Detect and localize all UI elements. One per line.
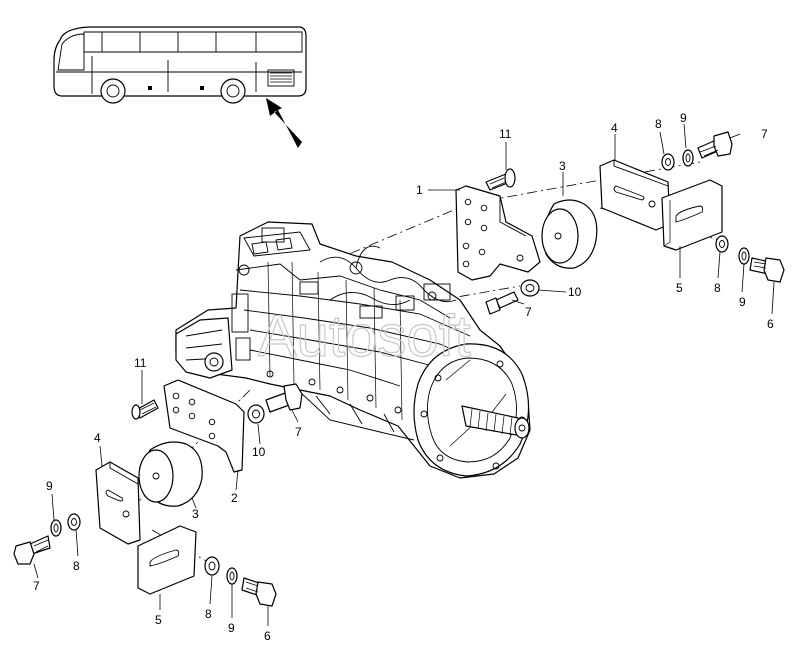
- callout-9-top: 9: [680, 111, 687, 125]
- spring-washer-9-right: [738, 247, 750, 265]
- washer-8-right: [715, 235, 729, 253]
- callout-1-top: 1: [416, 183, 423, 197]
- washer-10-bottom: [247, 404, 265, 424]
- bus-icon: [53, 26, 307, 104]
- callout-11-top: 11: [499, 127, 512, 141]
- spring-washer-9-top: [682, 149, 694, 167]
- callout-8b-top: 8: [714, 281, 721, 295]
- callout-9b-bottom: 9: [228, 621, 235, 635]
- callout-9-bottom: 9: [46, 479, 53, 493]
- bracket-4-bottom: [95, 461, 141, 545]
- bolt-6-right: [749, 257, 785, 283]
- callout-9b-top: 9: [739, 295, 746, 309]
- bracket-1: [455, 185, 541, 281]
- callout-6-bottom: 6: [264, 629, 271, 643]
- callout-5-top: 5: [676, 281, 683, 295]
- callout-3-top: 3: [559, 159, 566, 173]
- rubber-mount-3-bottom: [138, 441, 203, 507]
- callout-8b-bottom: 8: [205, 607, 212, 621]
- callout-4-top: 4: [611, 121, 618, 135]
- callout-10-bottom: 10: [252, 445, 266, 459]
- callout-11-bottom: 11: [134, 356, 147, 370]
- bolt-6-bottom: [241, 577, 277, 607]
- plate-5-top: [661, 179, 723, 251]
- bolt-7-top: [697, 131, 733, 159]
- rubber-mount-3-top: [541, 199, 598, 269]
- callout-8-bottom: 8: [73, 559, 80, 573]
- callout-7-top: 7: [761, 127, 768, 141]
- bolt-11-top: [485, 168, 516, 191]
- watermark-text: Autosoft: [258, 304, 471, 369]
- washer-10-top: [520, 279, 540, 297]
- bracket-4-top: [599, 159, 671, 231]
- plate-5-bottom: [137, 525, 197, 595]
- spring-washer-9-bottom: [226, 567, 238, 585]
- bolt-7-bottom-mid: [265, 383, 303, 413]
- callout-3-bottom: 3: [192, 507, 199, 521]
- washer-8-top: [661, 153, 675, 171]
- bolt-11-bottom: [131, 399, 159, 420]
- bolt-7-mid: [485, 291, 519, 315]
- washer-8-bottom-left: [67, 513, 81, 531]
- gearbox-assembly: [175, 221, 531, 479]
- callout-10-top: 10: [568, 285, 582, 299]
- callout-7b-top: 7: [525, 305, 532, 319]
- callout-6-top: 6: [767, 317, 774, 331]
- callout-5-bottom: 5: [155, 613, 162, 627]
- callout-2-bottom: 2: [231, 491, 238, 505]
- callout-7-bottom: 7: [295, 425, 302, 439]
- bolt-7-bottom-left: [13, 535, 51, 565]
- callout-7b-bottom: 7: [33, 579, 40, 593]
- callout-8-top: 8: [655, 117, 662, 131]
- location-arrow-icon: [266, 98, 302, 148]
- washer-8-bottom: [204, 556, 220, 576]
- callout-4-bottom: 4: [94, 431, 101, 445]
- spring-washer-9-bottom-left: [50, 519, 62, 537]
